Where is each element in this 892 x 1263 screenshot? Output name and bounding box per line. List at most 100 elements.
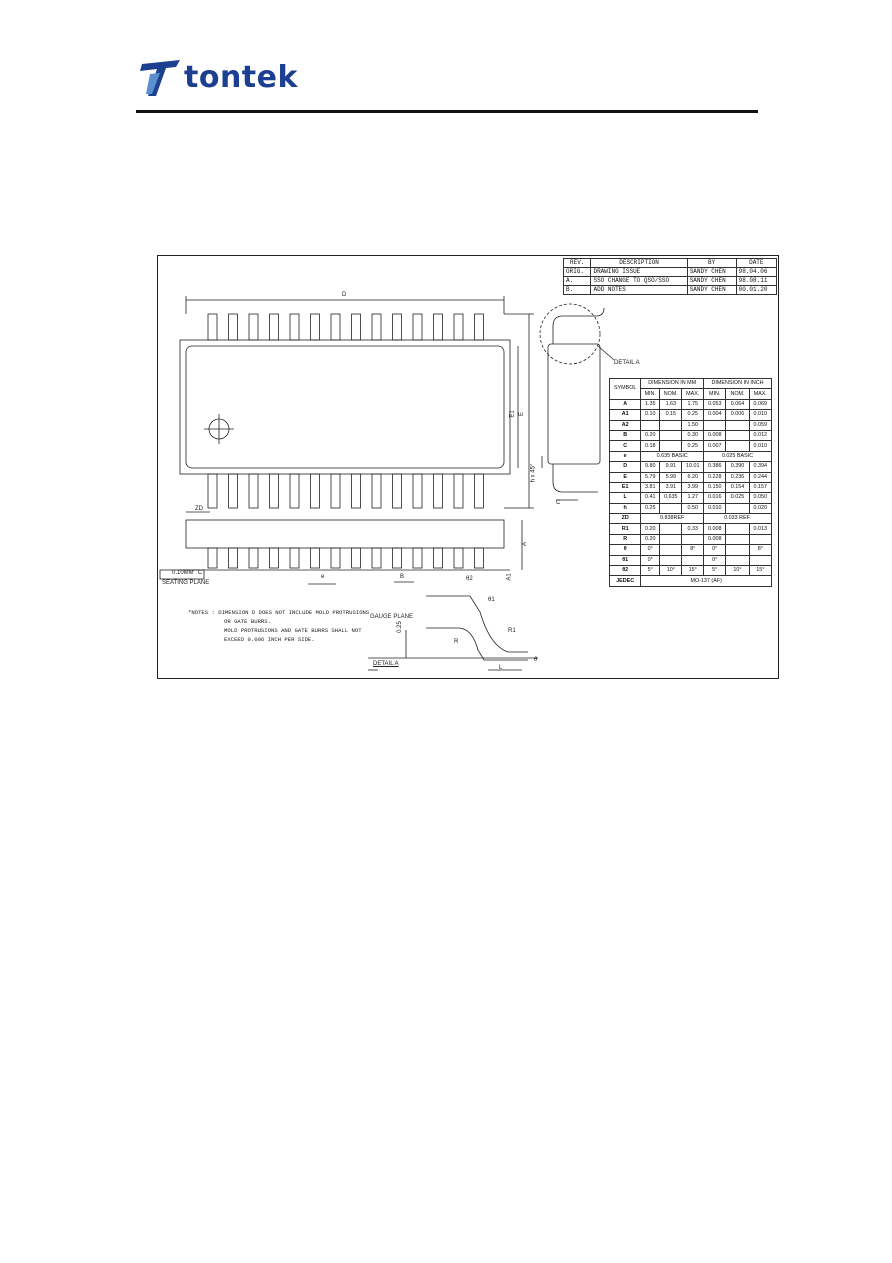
top-lead bbox=[392, 313, 402, 341]
dimension-symbol: E bbox=[608, 471, 642, 483]
dimension-value: 0.010 bbox=[703, 502, 727, 515]
dimension-value bbox=[725, 523, 750, 535]
dimension-value bbox=[659, 554, 683, 567]
dimension-value: 0.50 bbox=[681, 502, 705, 515]
revision-cell: ORIG. bbox=[562, 267, 592, 277]
dimension-value bbox=[659, 523, 683, 535]
bottom-lead bbox=[371, 473, 382, 509]
dimension-value: MO-137 (AF) bbox=[640, 575, 772, 587]
revision-cell: 98.04.06 bbox=[735, 267, 778, 277]
dimension-value bbox=[725, 429, 750, 442]
dimension-value: 9.91 bbox=[659, 461, 683, 473]
end-lead-top bbox=[552, 307, 605, 344]
dimension-value: 0.18 bbox=[640, 440, 661, 452]
revision-cell: A. bbox=[562, 276, 592, 286]
dimension-value: 0.016 bbox=[703, 492, 727, 504]
side-lead bbox=[474, 547, 484, 569]
dimension-value: 0.394 bbox=[748, 461, 773, 473]
dimension-value: 0.008 bbox=[703, 533, 727, 546]
bottom-lead bbox=[310, 473, 320, 509]
dimension-value: 0.053 bbox=[703, 398, 727, 411]
dimension-value: 0.069 bbox=[748, 398, 773, 411]
dimension-value: 0.244 bbox=[748, 471, 773, 483]
dimension-value: 10° bbox=[725, 565, 750, 577]
dimension-value: 0.20 bbox=[640, 523, 661, 535]
end-view-body bbox=[547, 343, 601, 465]
label-seating-tolerance: 0.10MM bbox=[172, 570, 194, 576]
dimension-value: 0.20 bbox=[640, 429, 661, 442]
dimension-value: 0° bbox=[703, 544, 727, 556]
drawing-notes: *NOTES : DIMENSION D DOES NOT INCLUDE MO… bbox=[188, 608, 369, 644]
notes-line: EXCEED 0.006 INCH PER SIDE. bbox=[224, 636, 315, 643]
dimension-value: 5.79 bbox=[640, 471, 661, 483]
dimension-symbol: R bbox=[608, 533, 642, 546]
label-pitch: e bbox=[321, 574, 325, 580]
dimension-value: 0.25 bbox=[681, 409, 705, 421]
dimension-value: 0.390 bbox=[725, 461, 750, 473]
dimension-value bbox=[725, 544, 750, 556]
label-theta1: θ1 bbox=[488, 597, 495, 603]
dimension-symbol: R1 bbox=[608, 523, 642, 535]
side-lead bbox=[248, 547, 259, 569]
dimension-value: 0.150 bbox=[703, 481, 727, 494]
dimension-sub-header: MAX. bbox=[748, 388, 773, 400]
side-lead bbox=[371, 547, 382, 569]
logo-mark-icon bbox=[140, 60, 180, 96]
dimension-value: 10° bbox=[659, 565, 683, 577]
detail-a-circle bbox=[539, 303, 601, 365]
dimension-value: 3.99 bbox=[681, 481, 705, 494]
label-a: A bbox=[522, 541, 529, 547]
dimension-value: 0.25 bbox=[640, 502, 661, 515]
label-theta: θ bbox=[534, 657, 538, 663]
dimension-value: 1.50 bbox=[681, 419, 705, 431]
dimension-symbol: θ bbox=[608, 544, 642, 556]
dimension-value: 0.006 bbox=[725, 409, 750, 421]
dimension-value bbox=[725, 440, 750, 452]
label-detail-a-callout: DETAIL A bbox=[614, 360, 640, 366]
side-view-body bbox=[185, 519, 505, 549]
side-lead bbox=[351, 547, 361, 569]
label-d: D bbox=[342, 292, 347, 298]
dimension-table: SYMBOL DIMENSION IN MM DIMENSION IN INCH… bbox=[608, 377, 773, 587]
dimension-value: 8° bbox=[681, 544, 705, 556]
dimension-sub-header: MIN. bbox=[703, 388, 727, 400]
dimension-value bbox=[659, 533, 683, 546]
dimension-value: 1.35 bbox=[640, 398, 661, 411]
bottom-lead bbox=[330, 473, 341, 509]
dimension-value bbox=[640, 419, 661, 431]
revision-cell: SANDY CHEN bbox=[686, 267, 737, 277]
detail-lead-inner bbox=[426, 627, 528, 661]
side-lead bbox=[330, 547, 341, 569]
dimension-value: 0.41 bbox=[640, 492, 661, 504]
dimension-symbol: L bbox=[608, 492, 642, 504]
dimension-value: 5° bbox=[640, 565, 661, 577]
dimension-value: 6.20 bbox=[681, 471, 705, 483]
detail-a-leader bbox=[597, 345, 615, 361]
dimension-value bbox=[659, 419, 683, 431]
dimension-value: 0.838REF bbox=[640, 513, 705, 525]
revision-cell: DRAWING ISSUE bbox=[590, 267, 688, 277]
side-lead bbox=[228, 547, 238, 569]
revision-header-cell: DESCRIPTION bbox=[590, 258, 688, 268]
top-view-body bbox=[185, 345, 505, 469]
side-lead bbox=[269, 547, 279, 569]
label-gauge-dim: 0.25 bbox=[396, 621, 403, 633]
bottom-lead bbox=[412, 473, 423, 509]
dimension-value: 0.236 bbox=[725, 471, 750, 483]
dimension-value: 3.81 bbox=[640, 481, 661, 494]
dimension-value bbox=[659, 502, 683, 515]
dimension-value: 1.75 bbox=[681, 398, 705, 411]
revision-header-cell: REV. bbox=[562, 258, 592, 268]
label-detail-a-title: DETAIL A bbox=[373, 661, 399, 667]
label-gauge-plane: GAUGE PLANE bbox=[370, 614, 414, 620]
dimension-value bbox=[681, 554, 705, 567]
dimension-value: 9.80 bbox=[640, 461, 661, 473]
